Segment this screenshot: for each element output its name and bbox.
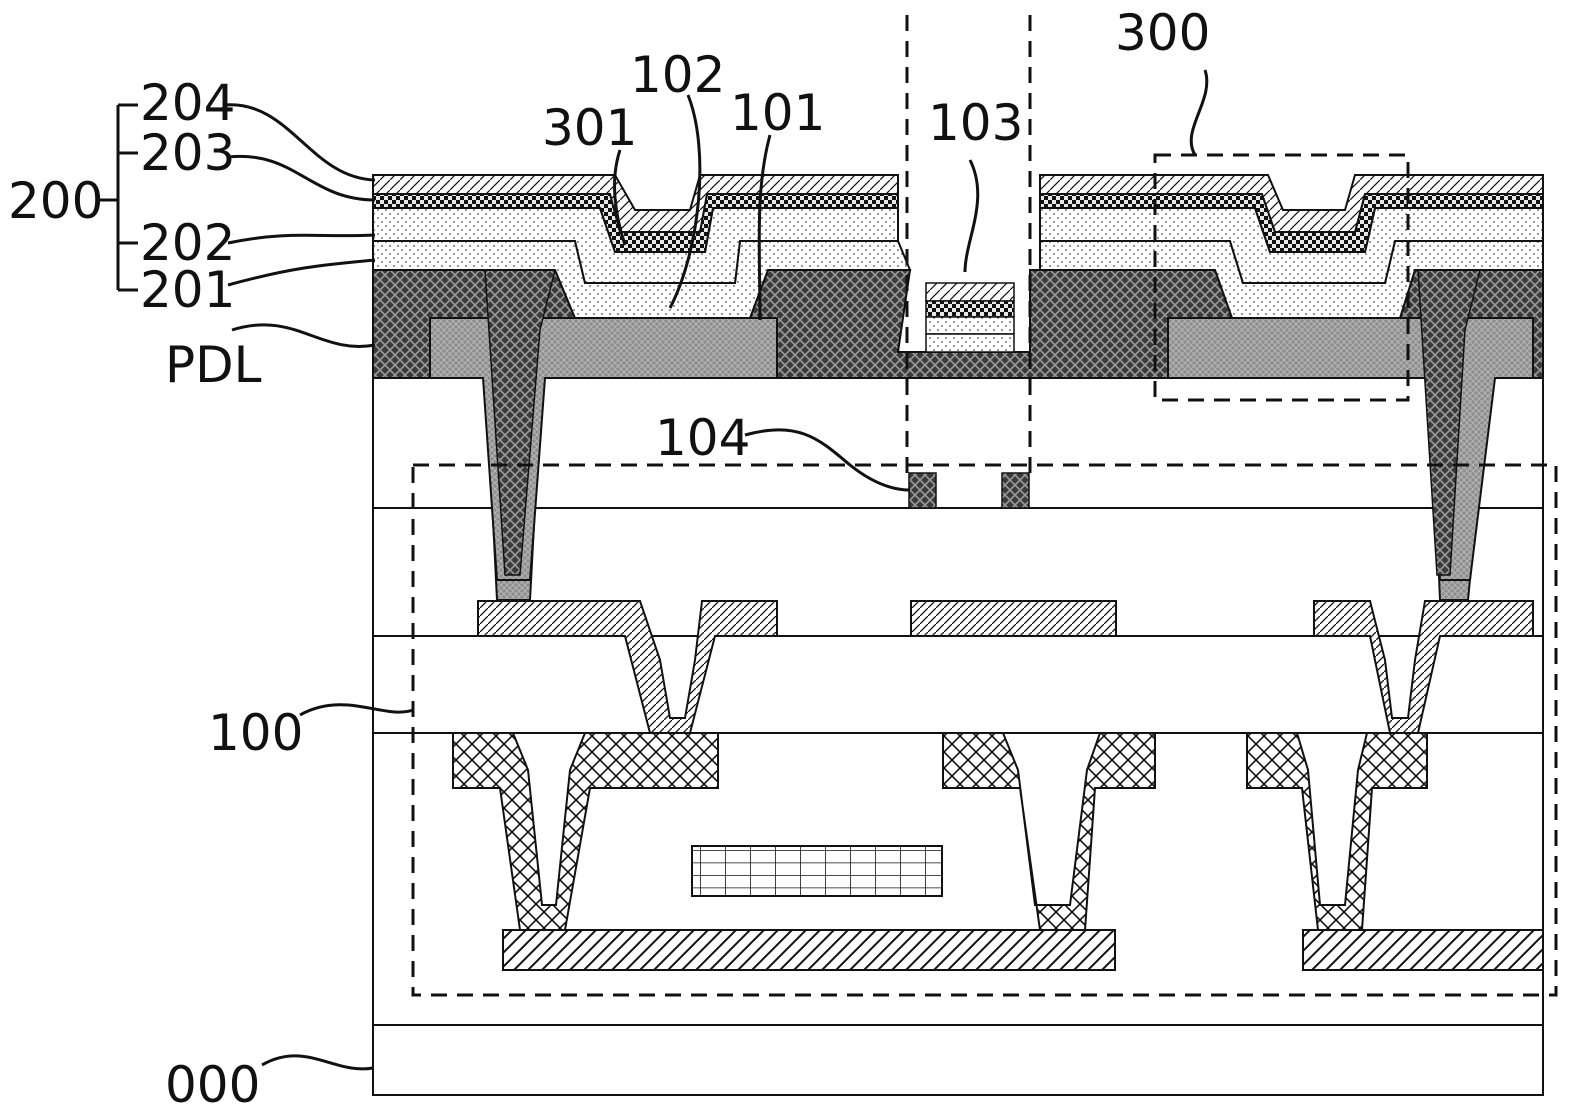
label-204: 204 (140, 74, 235, 132)
label-301: 301 (542, 99, 637, 157)
sensor-103 (925, 282, 1015, 353)
source-drain-electrodes (452, 732, 1428, 931)
label-200: 200 (8, 172, 103, 230)
label-000: 000 (165, 1056, 260, 1114)
gate-electrode (691, 845, 943, 897)
label-201: 201 (140, 261, 235, 319)
label-202: 202 (140, 214, 235, 272)
label-103: 103 (928, 94, 1023, 152)
leader-lines (96, 69, 1209, 1071)
label-203: 203 (140, 124, 235, 182)
label-104: 104 (655, 409, 750, 467)
electrodes-104 (908, 472, 1030, 509)
stack-204 (372, 174, 899, 233)
label-pdl: PDL (165, 336, 262, 394)
label-102: 102 (630, 46, 725, 104)
bottom-electrodes (502, 929, 1544, 971)
stack-right (1039, 174, 1544, 319)
dashed-region-100 (411, 463, 1558, 997)
connection-layer (477, 600, 1534, 734)
label-300: 300 (1115, 4, 1210, 62)
substrate-000 (372, 1024, 1544, 1096)
label-100: 100 (208, 704, 303, 762)
label-101: 101 (730, 84, 825, 142)
dashed-region-300 (1153, 153, 1410, 402)
